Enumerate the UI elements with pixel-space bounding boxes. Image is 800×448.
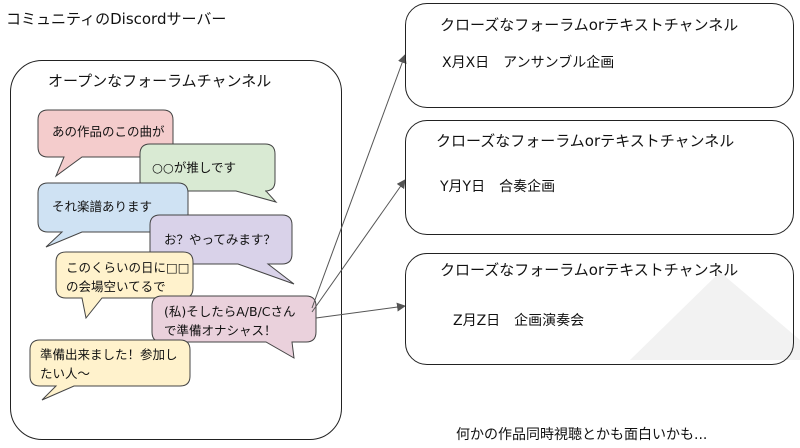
message-bubble-4[interactable] [149, 214, 295, 285]
message-text-7: 準備出来ました！参加し たい人〜 [40, 347, 178, 381]
closed-channel-box-2 [405, 120, 794, 235]
message-text-4: お？やってみます？ [164, 232, 276, 247]
arrow-to-channel-3 [315, 302, 406, 319]
arrow-to-channel-2 [311, 179, 406, 313]
diagram-title: コミュニティのDiscordサーバー [6, 10, 227, 28]
closed-channel-title-2: クローズなフォーラムorテキストチャンネル [436, 132, 735, 150]
closed-channel-box-3 [405, 253, 794, 365]
arrow-to-channel-1 [311, 54, 407, 309]
message-text-3: それ楽譜あります [52, 199, 153, 214]
closed-channel-event-3: Z月Z日 企画演奏会 [453, 313, 585, 329]
closed-channel-box-1 [405, 3, 794, 108]
closed-channel-event-2: Y月Y日 合奏企画 [440, 179, 556, 195]
message-bubble-7[interactable] [29, 339, 191, 401]
message-bubble-1[interactable] [37, 109, 174, 178]
message-text-6: (私)そしたらA/B/Cさん で準備オナシャス！ [164, 304, 296, 338]
closed-channel-title-1: クローズなフォーラムorテキストチャンネル [440, 16, 739, 34]
closed-channel-title-3: クローズなフォーラムorテキストチャンネル [440, 261, 739, 279]
message-text-2: ○○が推しです [152, 160, 236, 175]
closed-channel-event-1: X月X日 アンサンブル企画 [442, 55, 615, 71]
footer-note: 何かの作品同時視聴とかも面白いかも... [456, 427, 708, 443]
message-bubble-6[interactable] [151, 295, 317, 359]
message-bubble-5[interactable] [55, 251, 194, 320]
message-text-1: あの作品のこの曲が [52, 124, 165, 139]
open-channel-title: オープンなフォーラムチャンネル [48, 72, 272, 90]
decorative-triangle [630, 272, 800, 360]
message-text-5: このくらいの日に□□ の会場空いてるで [66, 260, 190, 294]
